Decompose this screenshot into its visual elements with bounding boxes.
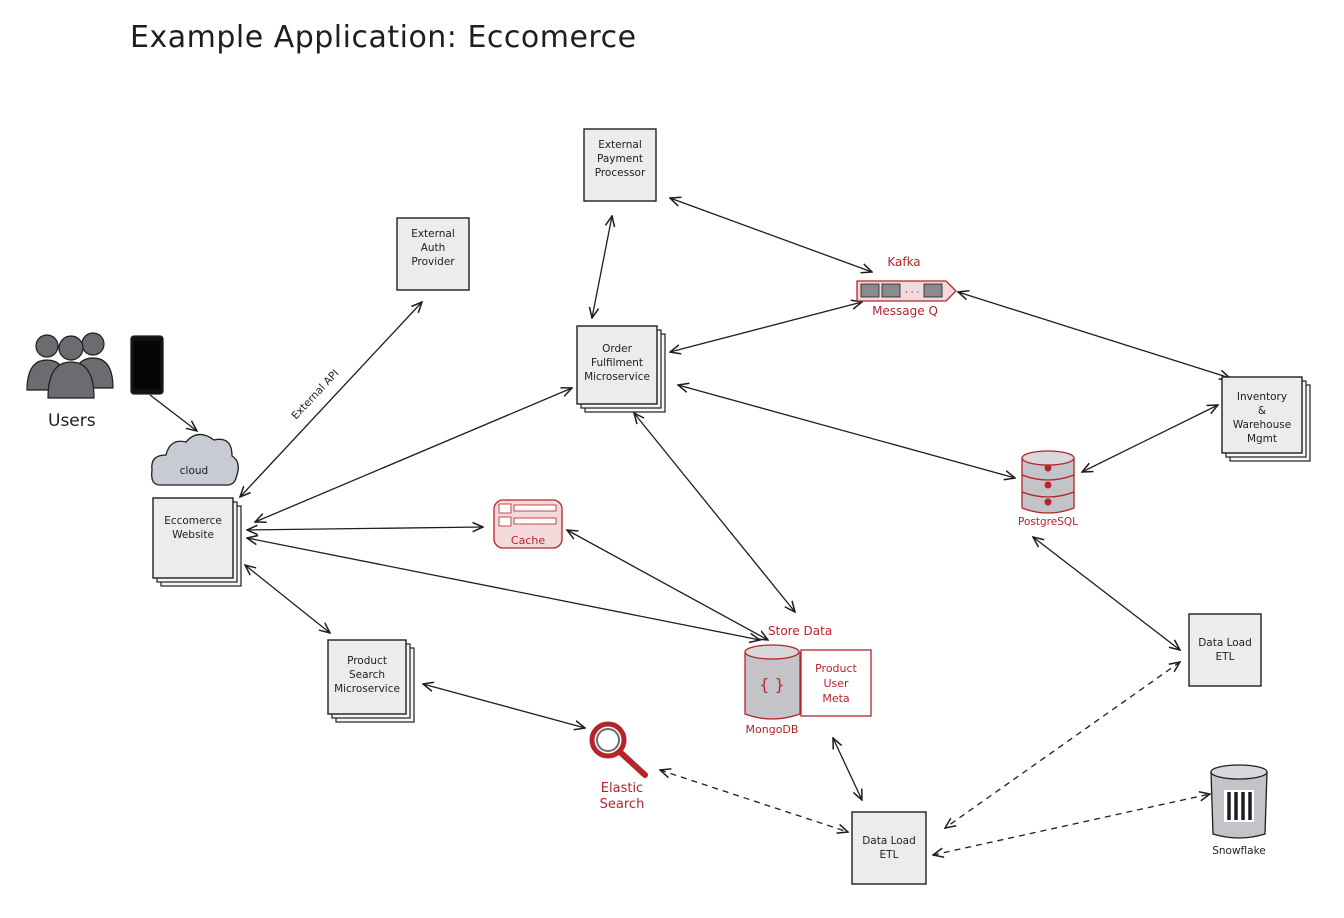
node-data-load-etl-1: Data Load ETL [1188, 613, 1262, 687]
edge-payment-order [592, 216, 612, 318]
edge-website-cache [247, 527, 483, 530]
edge-inventory-postgres [1082, 405, 1218, 472]
edge-payment-kafka [670, 198, 872, 272]
search-ms-label-3: Microservice [334, 683, 400, 695]
edge-order-kafka [670, 302, 862, 352]
node-inventory: Inventory & Warehouse Mgmt [1221, 376, 1311, 462]
etl2-label-1: Data Load [862, 835, 916, 847]
node-ecommerce-website: Eccomerce Website [152, 497, 242, 587]
json-braces-icon: { } [759, 675, 784, 694]
meta-label-3: Meta [822, 692, 849, 705]
inventory-label-4: Mgmt [1247, 433, 1277, 445]
elastic-label-1: Elastic [601, 781, 643, 796]
cloud-icon [151, 433, 239, 486]
etl1-label-2: ETL [1216, 651, 1235, 663]
auth-label-1: External [411, 228, 455, 240]
edge-website-auth [240, 302, 422, 497]
mongodb-label: MongoDB [746, 723, 799, 736]
edge-order-postgres [678, 385, 1015, 478]
edge-postgres-etl1 [1033, 537, 1180, 650]
search-ms-label-1: Product [347, 655, 387, 667]
edge-label-external-api: External API [289, 367, 341, 422]
payment-label-3: Processor [595, 167, 646, 179]
ecommerce-website-label-2: Website [172, 529, 214, 541]
users-label: Users [48, 411, 96, 431]
kafka-label: Message Q [872, 304, 938, 318]
kafka-title: Kafka [887, 255, 920, 269]
node-snowflake: Snowflake [1210, 764, 1268, 857]
phone-icon [130, 335, 164, 395]
node-elastic-search: Elastic Search [589, 721, 648, 812]
diagram-title: Example Application: Eccomerce [130, 20, 637, 55]
node-product-search: Product Search Microservice [327, 639, 415, 723]
storage-bucket-icon [1210, 764, 1268, 839]
edge-elastic-etl2 [660, 770, 848, 832]
edge-phone-cloud [149, 394, 197, 431]
edge-cache-store [567, 530, 768, 640]
snowflake-label: Snowflake [1212, 845, 1266, 857]
edge-kafka-inventory [958, 292, 1230, 378]
order-label-2: Fulfilment [591, 357, 643, 369]
edge-store-etl2 [833, 738, 862, 800]
order-label-1: Order [602, 343, 633, 355]
cache-label: Cache [511, 534, 545, 547]
kafka-ellipsis: · · · [905, 288, 919, 298]
users-group: Users [26, 332, 164, 431]
edge-website-search [245, 565, 330, 633]
magnifier-icon [589, 721, 648, 778]
ecommerce-website-label-1: Eccomerce [164, 515, 222, 527]
node-store-data: Store Data { } Product User Meta MongoDB [744, 624, 872, 736]
order-label-3: Microservice [584, 371, 650, 383]
store-title: Store Data [768, 624, 832, 638]
cloud-node: cloud [151, 433, 239, 486]
inventory-label-1: Inventory [1237, 391, 1287, 403]
elastic-label-2: Search [600, 797, 645, 812]
inventory-label-3: Warehouse [1233, 419, 1291, 431]
etl1-label-1: Data Load [1198, 637, 1252, 649]
node-order-fulfilment: Order Fulfilment Microservice [576, 325, 666, 413]
node-external-payment-processor: External Payment Processor [583, 128, 657, 202]
auth-label-3: Provider [411, 256, 455, 268]
mongodb-icon [744, 644, 801, 720]
node-cache: Cache [493, 499, 563, 549]
users-icon [26, 332, 114, 399]
payment-label-2: Payment [597, 153, 643, 165]
cloud-label: cloud [180, 465, 208, 477]
auth-label-2: Auth [421, 242, 446, 254]
node-external-auth-provider: External Auth Provider [396, 217, 470, 291]
edge-search-elastic [423, 684, 585, 728]
inventory-label-2: & [1258, 405, 1266, 417]
search-ms-label-2: Search [349, 669, 385, 681]
postgres-label: PostgreSQL [1018, 516, 1078, 528]
edge-website-order [255, 388, 572, 522]
edge-etl2-snowflake [933, 794, 1210, 855]
node-kafka: Kafka · · · Message Q [856, 255, 957, 318]
database-icon [1021, 450, 1075, 514]
meta-panel [800, 649, 872, 717]
edge-etl1-etl2 [945, 662, 1180, 828]
edge-order-store [634, 413, 795, 612]
meta-label-1: Product [815, 662, 857, 675]
etl2-label-2: ETL [880, 849, 899, 861]
meta-label-2: User [823, 677, 849, 690]
node-data-load-etl-2: Data Load ETL [851, 811, 927, 885]
node-postgresql: PostgreSQL [1018, 450, 1078, 528]
edge-website-store [247, 538, 760, 640]
payment-label-1: External [598, 139, 642, 151]
kafka-message-icons [860, 283, 943, 298]
